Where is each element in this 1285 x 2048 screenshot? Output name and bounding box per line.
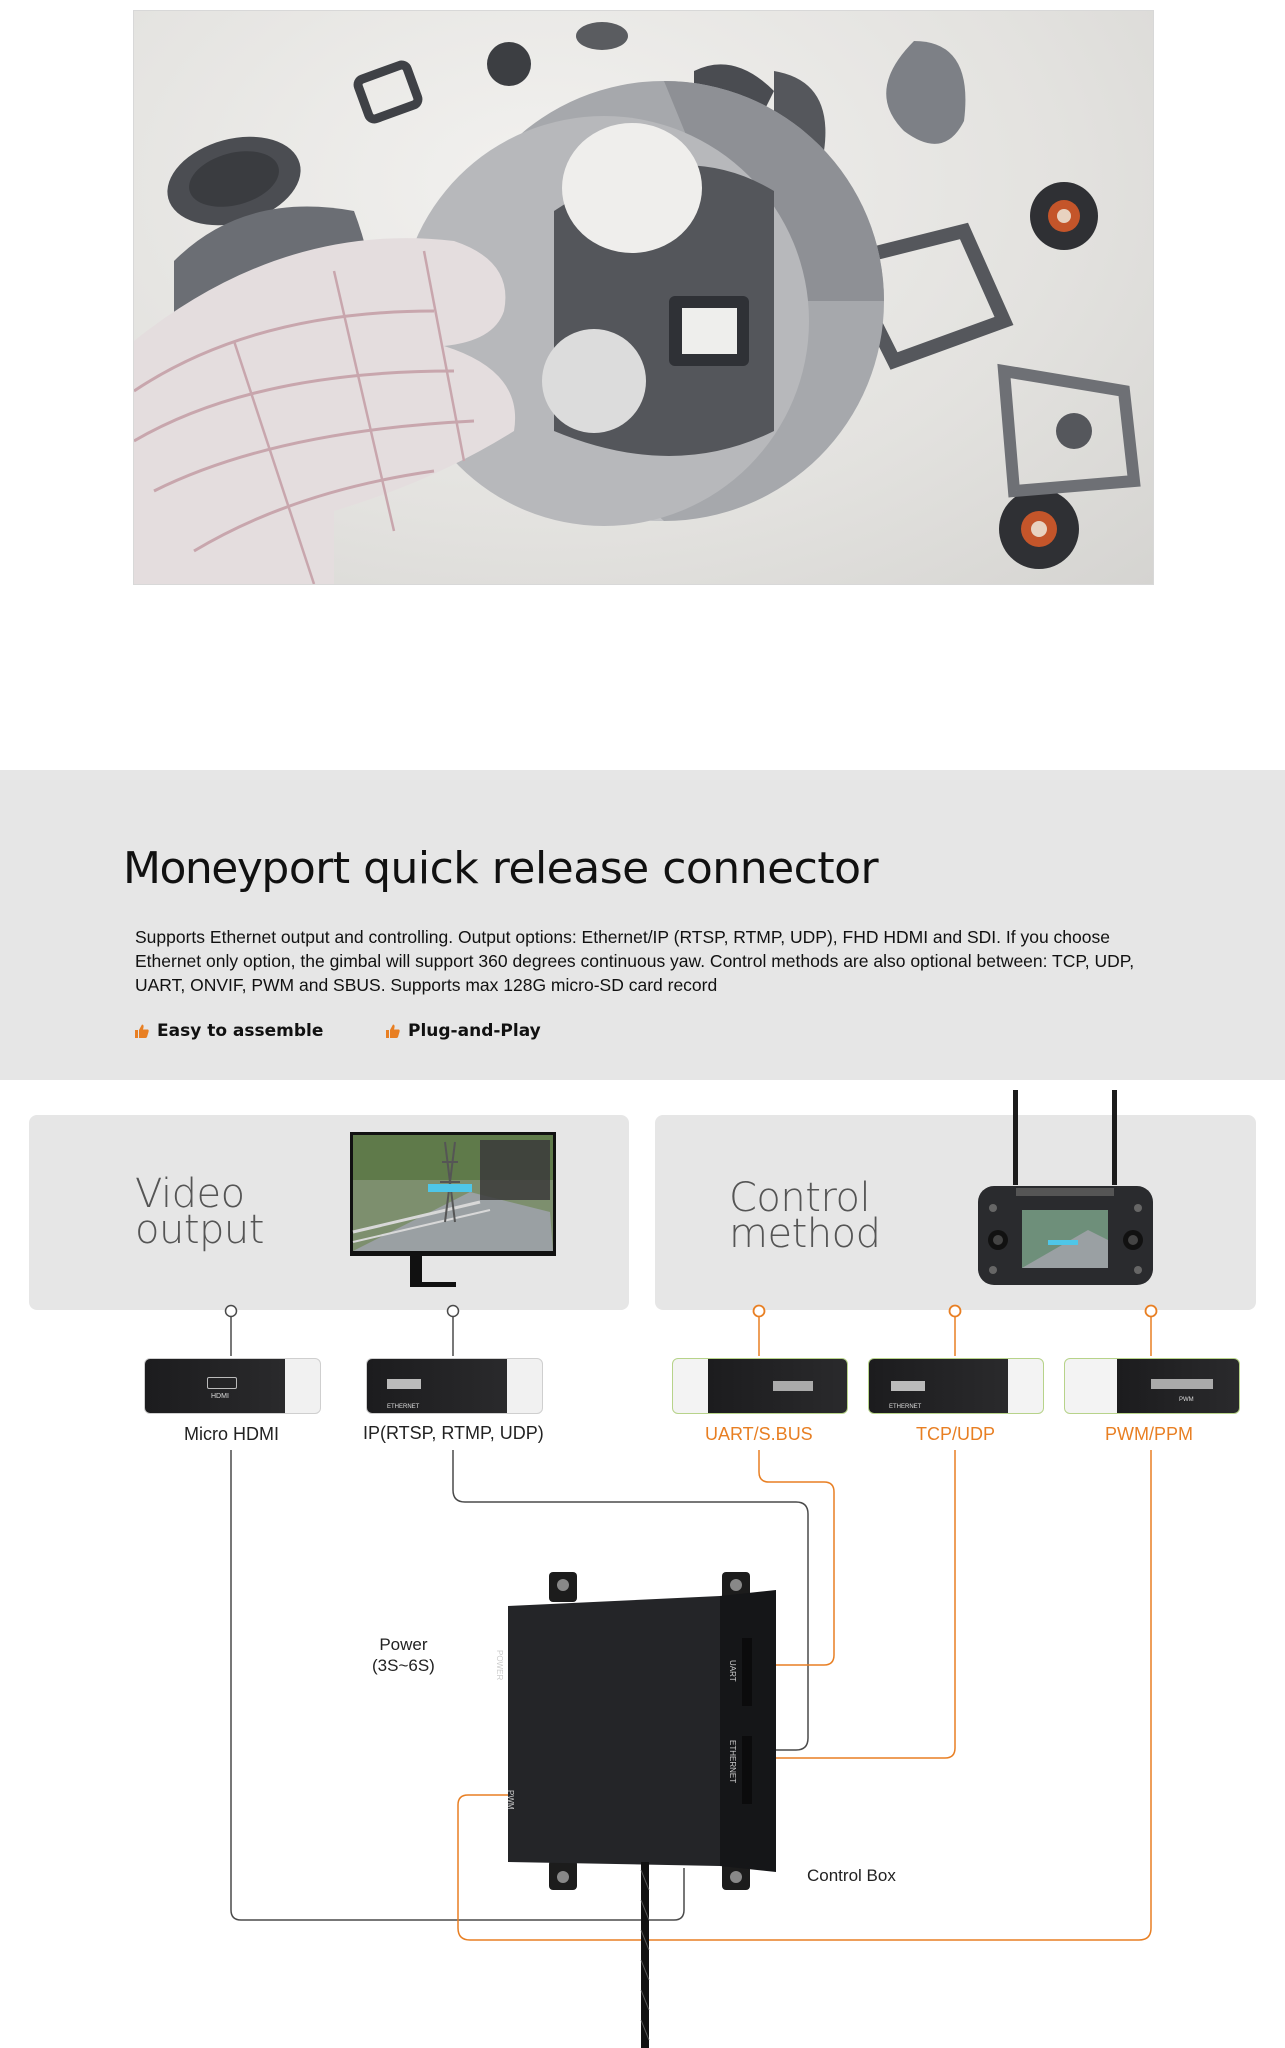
feature-easy-assemble: Easy to assemble: [135, 1021, 323, 1041]
module-uart-sbus: [672, 1358, 848, 1414]
port-label-uart-sbus: UART/S.BUS: [705, 1424, 813, 1444]
gimbal-shell-photo-illustration: [134, 22, 1141, 584]
thumbs-up-icon: [386, 1024, 400, 1038]
module-pwm-ppm: PWM: [1064, 1358, 1240, 1414]
module-micro-hdmi: HDMI: [144, 1358, 321, 1414]
module-ethernet: ETHERNET: [366, 1358, 543, 1414]
hdmi-port-icon: [207, 1377, 237, 1389]
control-box-label: Control Box: [807, 1866, 896, 1885]
connector-info-band: [0, 770, 1285, 1080]
monitor-illustration: [350, 1132, 556, 1296]
feature-label: Easy to assemble: [157, 1021, 324, 1041]
control-method-title: Control method: [729, 1175, 881, 1257]
thumbs-up-icon: [135, 1024, 149, 1038]
module-tcp-udp: ETHERNET: [868, 1358, 1044, 1414]
feature-label: Plug-and-Play: [408, 1021, 541, 1041]
product-photo: [133, 10, 1154, 585]
title-rest: port quick release connector: [261, 843, 879, 894]
control-box-illustration: [508, 1572, 776, 2048]
port-connector-icon: [446, 1304, 460, 1318]
feature-plug-and-play: Plug-and-Play: [386, 1021, 541, 1041]
port-connector-icon: [752, 1304, 766, 1318]
ethernet-port-label: ETHERNET: [728, 1740, 737, 1784]
power-port-label: POWER: [495, 1650, 504, 1681]
ethernet-port-icon: [387, 1379, 421, 1389]
title-brand: Money: [123, 843, 263, 894]
pwm-port-icon: [1151, 1379, 1213, 1389]
ethernet-port-icon: [891, 1381, 925, 1391]
port-label-pwm-ppm: PWM/PPM: [1105, 1424, 1193, 1444]
port-connector-icon: [948, 1304, 962, 1318]
port-label-ip: IP(RTSP, RTMP, UDP): [363, 1423, 544, 1443]
port-connector-icon: [1144, 1304, 1158, 1318]
port-label-tcp-udp: TCP/UDP: [916, 1424, 996, 1444]
uart-port-label: UART: [728, 1660, 737, 1682]
remote-controller-illustration: [978, 1090, 1153, 1285]
video-output-title: Video output: [135, 1171, 264, 1253]
section-title: Moneyport quick release connector: [123, 843, 879, 894]
power-label: Power (3S~6S): [372, 1635, 435, 1675]
uart-port-icon: [773, 1381, 813, 1391]
section-description: Supports Ethernet output and controlling…: [135, 927, 1135, 995]
pwm-port-label: PWM: [506, 1790, 515, 1810]
port-connector-icon: [224, 1304, 238, 1318]
control-method-card: [655, 1115, 1256, 1310]
port-label-micro-hdmi: Micro HDMI: [184, 1424, 279, 1444]
